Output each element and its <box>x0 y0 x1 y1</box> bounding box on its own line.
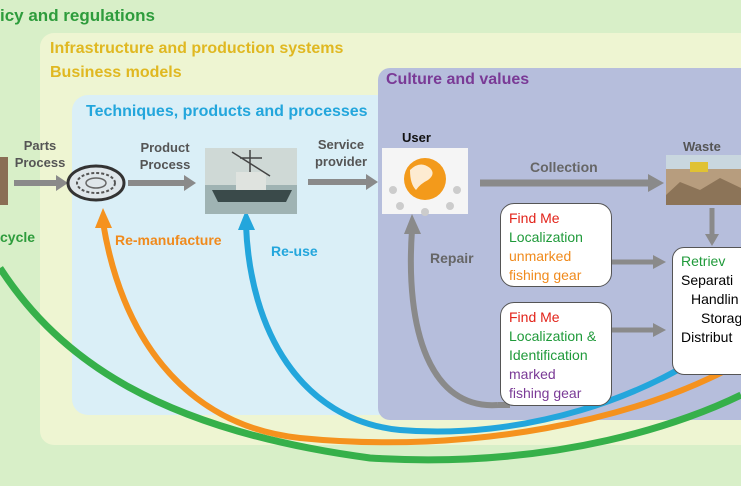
retrieval-box: Retriev Separati Handlin Storag Distribu… <box>672 247 741 375</box>
repair-label: Repair <box>430 250 474 266</box>
repair-arrow <box>407 229 499 409</box>
fishing-gear-text: fishing gear <box>509 267 582 283</box>
fishing-boat-image <box>205 148 297 214</box>
retrieval-item: Storag <box>701 310 741 326</box>
techniques-title: Techniques, products and processes <box>86 103 368 120</box>
waste-image <box>666 155 741 205</box>
parts-process-label: Parts Process <box>14 138 66 170</box>
find-me-title: Find Me <box>509 309 560 325</box>
localization-text: Localization <box>509 229 583 245</box>
recycle-label: cycle <box>0 229 36 245</box>
infrastructure-title: Infrastructure and production systems <box>50 40 344 57</box>
unmarked-text: unmarked <box>509 248 572 264</box>
localization-text: Localization & <box>509 328 597 344</box>
user-label: User <box>402 130 431 145</box>
raw-material-image <box>0 157 8 205</box>
retrieval-item: Handlin <box>691 291 739 307</box>
collection-label: Collection <box>530 159 598 175</box>
fishing-gear-text: fishing gear <box>509 385 582 401</box>
policy-title: icy and regulations <box>0 6 155 25</box>
re-manufacture-label: Re-manufacture <box>115 232 222 248</box>
recycle-arrow <box>0 266 741 464</box>
retrieval-title: Retriev <box>681 253 726 269</box>
user-globe-image <box>382 148 468 216</box>
find-me-unmarked-box: Find Me Localization unmarked fishing ge… <box>500 203 612 287</box>
re-manufacture-arrow <box>100 221 741 446</box>
product-process-label: Product Process <box>139 140 191 172</box>
find-me-marked-box: Find Me Localization & Identification ma… <box>500 302 612 406</box>
retrieval-item: Distribut <box>681 329 733 345</box>
business-title: Business models <box>50 64 182 81</box>
identification-text: Identification <box>509 347 588 363</box>
re-use-label: Re-use <box>271 243 318 259</box>
fishing-net-image <box>66 164 126 202</box>
service-provider-label: Service provider <box>314 137 367 169</box>
culture-title: Culture and values <box>386 71 530 88</box>
retrieval-item: Separati <box>681 272 734 288</box>
marked-text: marked <box>509 366 556 382</box>
re-use-arrow <box>243 224 737 435</box>
waste-label: Waste <box>683 139 721 154</box>
find-me-title: Find Me <box>509 210 560 226</box>
